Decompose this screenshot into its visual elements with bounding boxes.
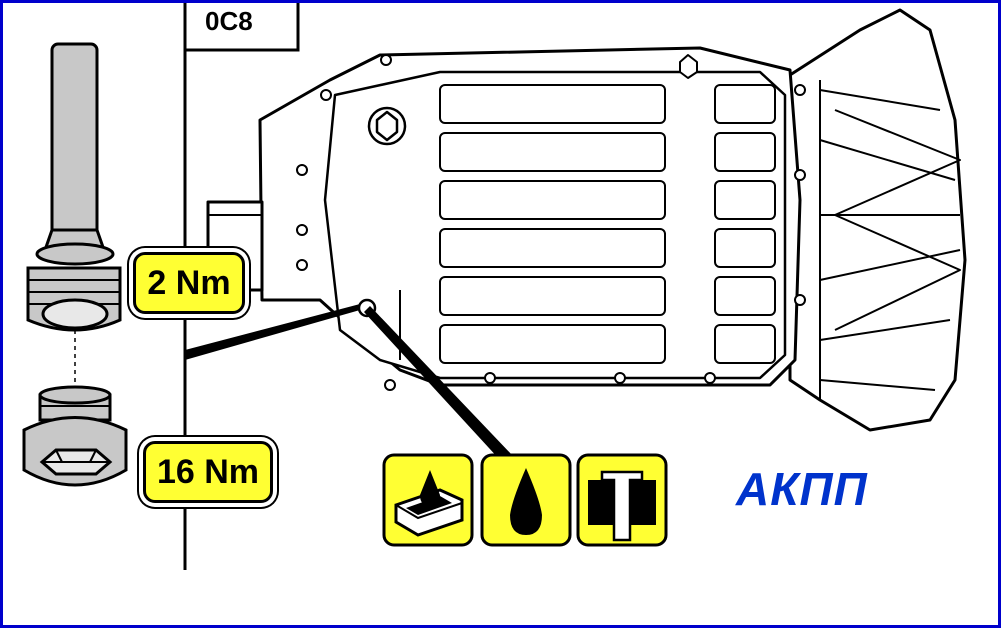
leader-line-left [185,304,360,360]
torque-label-lower: 16 Nm [143,441,273,503]
code-box [183,3,300,52]
fluid-level-tray-icon [382,453,474,547]
fluid-drop-icon [480,453,572,547]
transmission-housing [206,8,967,432]
torque-label-upper: 2 Nm [133,252,245,314]
plug-section-icon [576,453,668,547]
leader-line-right [364,306,512,460]
diagram-title: АКПП [736,463,868,515]
drain-plug-part [22,385,128,487]
overflow-tube-part [26,42,122,390]
code-label: 0C8 [205,6,253,36]
